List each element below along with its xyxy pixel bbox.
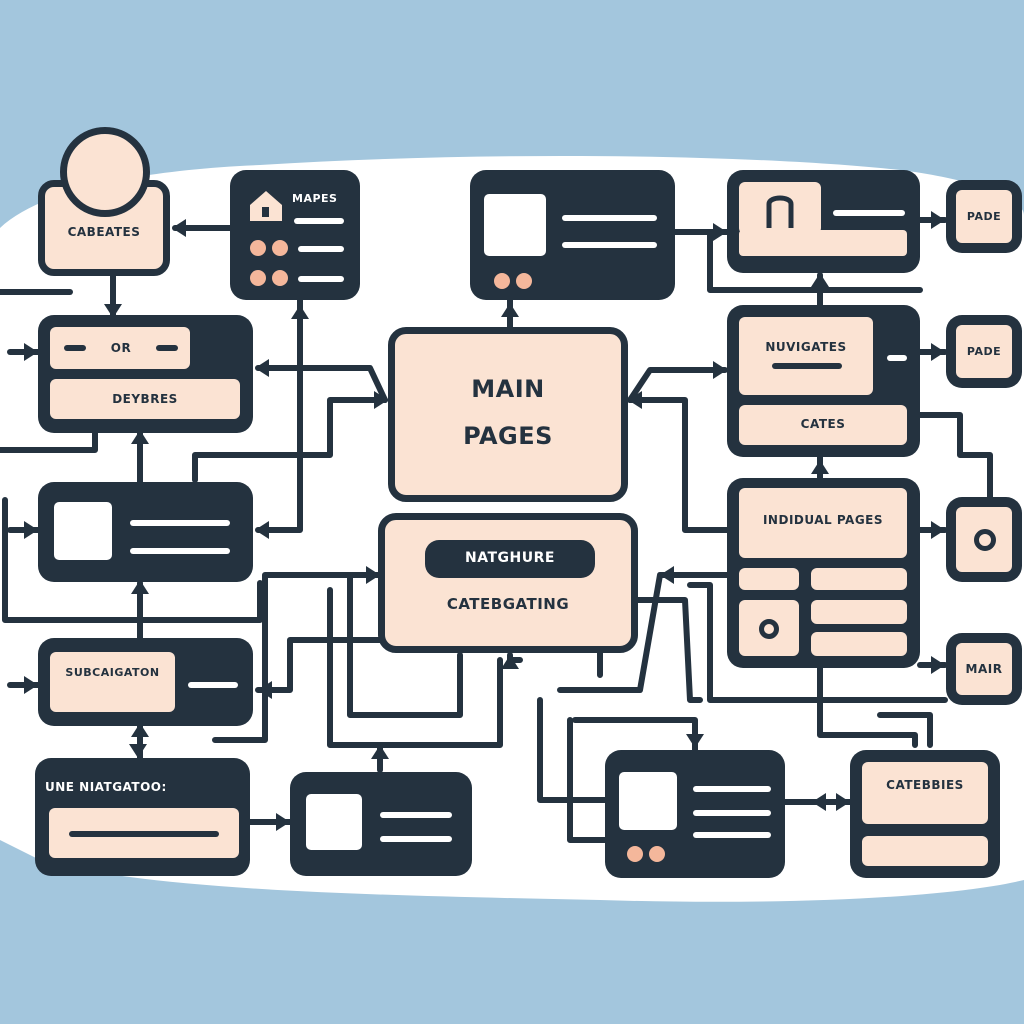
or-dash-right — [156, 345, 178, 351]
cates-label: CATES — [800, 417, 846, 431]
une-niatgatoo-node[interactable]: UNE NIATGATOO: — [35, 758, 250, 876]
subcaigaton-pane — [50, 652, 175, 712]
pade-node-2[interactable]: PADE — [946, 315, 1022, 388]
or-dash-left — [64, 345, 86, 351]
center-top-node[interactable] — [470, 170, 675, 300]
center-top-line-1 — [562, 215, 657, 221]
circle-icon — [974, 529, 996, 551]
pade-label-2: PADE — [966, 345, 1002, 358]
nuvigates-label: NUVIGATES — [765, 340, 847, 354]
pade-node-1[interactable]: PADE — [946, 180, 1022, 253]
bottom-card-thumb-1 — [306, 794, 362, 850]
bottom-card-node-2[interactable] — [605, 750, 785, 878]
center-top-dot-1 — [494, 273, 510, 289]
catebgating-label: CATEBGATING — [446, 595, 570, 613]
une-niatgatoo-label: UNE NIATGATOO: — [45, 780, 167, 794]
nuvigates-node[interactable]: NUVIGATES CATES — [727, 305, 920, 457]
bottom-card-thumb-2 — [619, 772, 677, 830]
deybres-label: DEYBRES — [112, 392, 178, 406]
center-top-line-2 — [562, 242, 657, 248]
pade-pane-1 — [956, 190, 1012, 243]
bottom-card-2-dot-1 — [627, 846, 643, 862]
pade-label-1: PADE — [966, 210, 1002, 223]
individual-pages-pane-6 — [811, 632, 907, 656]
catebbies-pane — [862, 762, 988, 824]
bottom-card-node-1[interactable] — [290, 772, 472, 876]
deybres-pane — [50, 379, 240, 419]
mapes-line-3 — [298, 276, 344, 282]
center-top-dot-2 — [516, 273, 532, 289]
mapes-dot-4 — [272, 270, 288, 286]
mapes-dot-1 — [250, 240, 266, 256]
cabeates-label: CABEATES — [67, 225, 141, 239]
person-card-node[interactable] — [727, 170, 920, 273]
circle-icon-node[interactable] — [946, 497, 1022, 582]
mair-pane — [956, 643, 1012, 695]
mair-node[interactable]: MAIR — [946, 633, 1022, 705]
individual-pages-pane — [739, 488, 907, 558]
categorizing-node[interactable] — [378, 513, 638, 653]
left-card-line-1 — [130, 520, 230, 526]
mapes-node[interactable]: MAPES — [230, 170, 360, 300]
pages-label: PAGES — [463, 422, 553, 450]
natghure-pill — [425, 540, 595, 578]
bottom-card-2-line-3 — [693, 832, 771, 838]
mapes-line-2 — [298, 246, 344, 252]
cates-pane — [739, 405, 907, 445]
individual-pages-pane-2 — [739, 568, 799, 590]
or-label: OR — [110, 341, 132, 355]
individual-pages-pane-5 — [811, 600, 907, 624]
catebbies-label: CATEBBIES — [886, 778, 964, 792]
mapes-label: MAPES — [292, 192, 338, 205]
bottom-card-2-dot-2 — [649, 846, 665, 862]
main-pages-node[interactable] — [388, 327, 628, 502]
natghure-label: NATGHURE — [465, 550, 555, 566]
individual-pages-node[interactable]: INDIDUAL PAGES — [727, 478, 920, 668]
bottom-card-1-line-1 — [380, 812, 452, 818]
main-label: MAIN — [471, 375, 545, 403]
nuvigates-pane — [739, 317, 873, 395]
mapes-line-1 — [294, 218, 344, 224]
left-card-line-2 — [130, 548, 230, 554]
catebbies-node[interactable]: CATEBBIES — [850, 750, 1000, 878]
person-icon — [766, 195, 794, 228]
mair-label: MAIR — [965, 662, 1003, 676]
or-deybres-node[interactable]: OR DEYBRES — [38, 315, 253, 433]
nuvigates-side-line — [887, 355, 907, 361]
house-icon — [250, 191, 282, 221]
catebbies-pane-2 — [862, 836, 988, 866]
bottom-card-1-line-2 — [380, 836, 452, 842]
pade-pane-2 — [956, 325, 1012, 378]
subcaigaton-node[interactable]: SUBCAIGATON — [38, 638, 253, 726]
circle-icon — [759, 619, 779, 639]
individual-pages-pane-3 — [811, 568, 907, 590]
une-niatgatoo-line — [69, 831, 219, 837]
mapes-dot-2 — [272, 240, 288, 256]
nuvigates-line — [772, 363, 842, 369]
person-card-line-1 — [833, 210, 905, 216]
left-card-node[interactable] — [38, 482, 253, 582]
person-card-pane-2 — [739, 230, 907, 256]
center-top-thumb — [484, 194, 546, 256]
subcaigaton-label: SUBCAIGATON — [65, 666, 160, 679]
person-card-pane — [739, 182, 821, 234]
bottom-card-2-line-1 — [693, 786, 771, 792]
mapes-dot-3 — [250, 270, 266, 286]
left-card-thumb — [54, 502, 112, 560]
bottom-card-2-line-2 — [693, 810, 771, 816]
avatar-icon — [60, 127, 150, 217]
subcaigaton-line — [188, 682, 238, 688]
individual-pages-label: INDIDUAL PAGES — [762, 513, 884, 527]
